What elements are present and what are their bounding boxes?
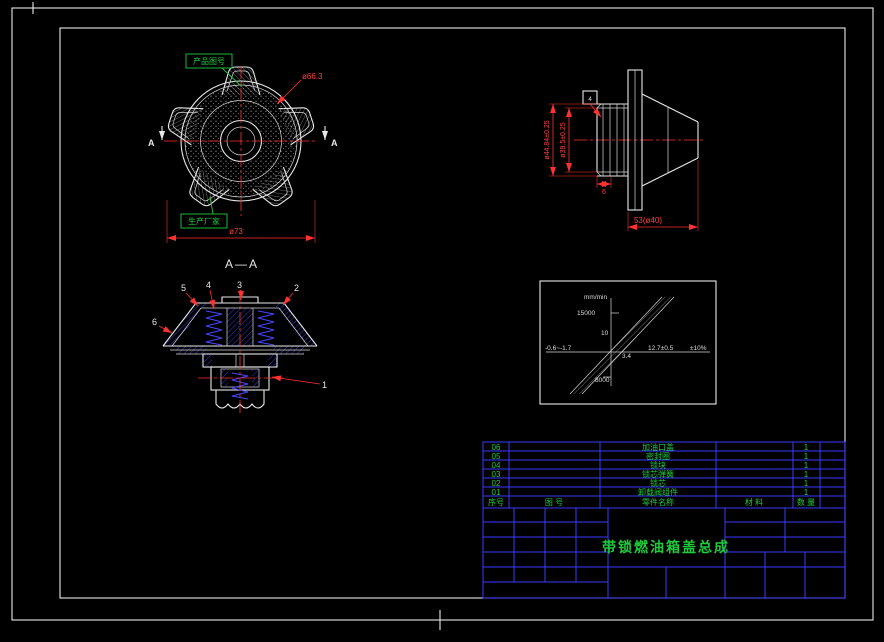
title-block: 带锁燃油箱盖总成 — [482, 507, 846, 599]
row-no: 04 — [492, 461, 501, 470]
callout-5: 5 — [181, 283, 186, 293]
parts-row-01: 01 卸载阀组件 1 — [492, 487, 809, 497]
tapered-spout — [641, 93, 699, 187]
dim-diameters: ø44.84±0.25 ø39.5±0.25 — [544, 103, 597, 177]
row-qty: 1 — [804, 479, 809, 488]
row-qty: 1 — [804, 488, 809, 497]
header-material: 材 料 — [745, 497, 763, 507]
graph-left-tol: -0.6~-1.7 — [545, 345, 572, 352]
right-wall-hatch — [273, 303, 317, 346]
header-qty: 数 量 — [797, 497, 815, 507]
flow-graph-box: mm/min 15000 10 -0.6~-1.7 3.4 12.7±0.5 ±… — [539, 280, 717, 405]
section-title: A—A — [225, 257, 259, 271]
parts-row-06: 06 加油口盖 1 — [492, 442, 809, 452]
cap-section-view: A—A — [152, 257, 327, 416]
parts-row-03: 03 锁芯弹簧 1 — [492, 469, 809, 479]
row-qty: 1 — [804, 443, 809, 452]
row-name: 锁块 — [650, 460, 666, 470]
row-qty: 1 — [804, 461, 809, 470]
dim-knurl-diameter: ø66.3 — [276, 72, 323, 105]
parts-row-05: 05 密封圈 1 — [492, 451, 809, 461]
row-no: 05 — [492, 452, 501, 461]
row-name: 锁芯 — [650, 478, 666, 488]
row-qty: 1 — [804, 452, 809, 461]
left-wall-hatch — [163, 303, 207, 346]
dim-outer-diameter: ø73 — [166, 200, 316, 243]
graph-lower-value: 8000 — [595, 377, 610, 384]
dim-boxed-text: 4 — [588, 96, 592, 103]
dim-thread-length: 6 — [596, 176, 612, 196]
callout-4: 4 — [206, 280, 211, 290]
left-spring — [205, 310, 223, 346]
product-number-label: 产品图号 — [185, 53, 242, 87]
section-letter-right: A — [331, 138, 338, 148]
callout-6: 6 — [152, 317, 157, 327]
graph-band-hatch — [570, 297, 674, 394]
graph-upper-value: 15000 — [577, 310, 595, 317]
parts-header-row: 序号 图 号 零件名称 材 料 数 量 — [488, 497, 815, 507]
dim-length-text: 53(ø40) — [634, 216, 662, 225]
product-number-text: 产品图号 — [193, 56, 225, 66]
graph-band-width: 10 — [601, 330, 609, 337]
row-no: 02 — [492, 479, 501, 488]
parts-row-04: 04 锁块 1 — [492, 460, 809, 470]
section-mark-right: A — [322, 126, 338, 148]
graph-unit: mm/min — [584, 294, 607, 301]
callout-2: 2 — [294, 283, 299, 293]
header-no: 序号 — [488, 497, 504, 507]
dim-length: 53(ø40) — [627, 160, 699, 231]
knurled-surface — [185, 85, 298, 197]
dim-thread-text: 6 — [602, 189, 606, 196]
section-letter-left: A — [148, 138, 155, 148]
drawing-border — [11, 2, 874, 630]
callouts: 5 4 3 2 6 1 — [152, 280, 327, 390]
section-mark-left: A — [148, 126, 165, 148]
row-no: 03 — [492, 470, 501, 479]
cap-top-view: A A ø66.3 ø73 产品图号 生产厂家 — [148, 53, 338, 243]
manufacturer-text: 生产厂家 — [188, 216, 220, 226]
filler-neck-side-view: 4 ø44.84±0.25 ø39.5±0.25 6 53(ø40) — [544, 69, 706, 231]
callout-1: 1 — [322, 380, 327, 390]
row-name: 密封圈 — [646, 451, 670, 461]
dim-outer-dia-text: ø44.84±0.25 — [544, 120, 551, 159]
row-qty: 1 — [804, 470, 809, 479]
dim-outer-text: ø73 — [229, 227, 243, 236]
row-name: 卸载阀组件 — [638, 487, 678, 497]
row-name: 锁芯弹簧 — [642, 469, 674, 479]
row-name: 加油口盖 — [642, 442, 674, 452]
callout-3: 3 — [237, 280, 242, 290]
graph-tolerance: ±10% — [690, 345, 707, 352]
header-drawing-no: 图 号 — [545, 498, 563, 507]
parts-row-02: 02 锁芯 1 — [492, 478, 809, 488]
drawing-title: 带锁燃油箱盖总成 — [602, 539, 730, 555]
dim-knurl-text: ø66.3 — [302, 72, 323, 81]
header-part-name: 零件名称 — [642, 497, 674, 507]
thread-section — [596, 103, 628, 177]
dim-inner-dia-text: ø39.5±0.25 — [560, 122, 567, 157]
manufacturer-label: 生产厂家 — [180, 196, 228, 229]
parts-list: 06 加油口盖 1 05 密封圈 1 04 锁块 1 03 锁芯弹簧 1 02 … — [482, 441, 846, 509]
graph-mid-value: 3.4 — [622, 353, 631, 360]
row-no: 01 — [492, 488, 501, 497]
graph-x-value: 12.7±0.5 — [648, 345, 674, 352]
right-spring — [257, 310, 275, 346]
row-no: 06 — [492, 443, 501, 452]
